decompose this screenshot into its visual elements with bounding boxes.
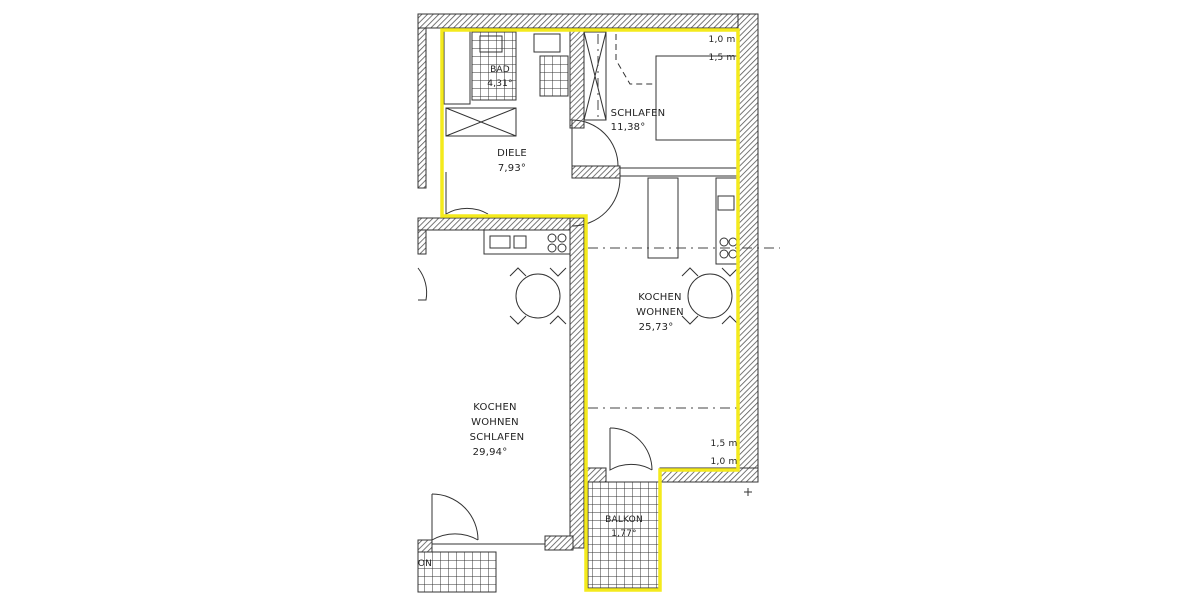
svg-text:BAD: BAD [490, 65, 510, 75]
svg-text:DIELE: DIELE [497, 148, 527, 159]
svg-text:WOHNEN: WOHNEN [471, 417, 519, 428]
svg-text:SCHLAFEN: SCHLAFEN [470, 432, 525, 443]
bath-fixtures [443, 29, 569, 137]
room-label-diele: DIELE 7,93° [497, 148, 527, 174]
balkon-left [417, 551, 497, 593]
axis-lines [588, 34, 780, 409]
doors [417, 119, 653, 541]
dimension-bottom-2: 1,0 m [711, 457, 738, 467]
dimension-labels: 1,0 m 1,5 m 1,5 m 1,0 m ON [418, 35, 738, 569]
balkon-left-label: ON [418, 559, 432, 569]
apartment-highlight [440, 28, 740, 592]
svg-text:25,73°: 25,73° [639, 322, 674, 333]
table-right [681, 267, 739, 325]
svg-text:7,93°: 7,93° [498, 163, 526, 174]
wardrobe [583, 31, 607, 121]
dimension-bottom-1: 1,5 m [711, 439, 738, 449]
kitchen-right [647, 177, 739, 265]
svg-text:KOCHEN: KOCHEN [473, 402, 516, 413]
svg-text:KOCHEN: KOCHEN [638, 292, 681, 303]
svg-text:1,77°: 1,77° [611, 529, 637, 539]
room-label-balkon: BALKON 1,77° [605, 515, 643, 539]
balkon-right [587, 481, 661, 589]
room-label-bad: BAD 4,31° [487, 65, 513, 89]
room-label-kochen-wohnen: KOCHEN WOHNEN 25,73° [636, 292, 684, 333]
svg-text:SCHLAFEN: SCHLAFEN [611, 108, 666, 119]
table-left [509, 267, 567, 325]
room-label-schlafen: SCHLAFEN 11,38° [611, 108, 666, 133]
svg-text:BALKON: BALKON [605, 515, 643, 525]
kitchen-left [483, 229, 571, 255]
svg-text:29,94°: 29,94° [473, 447, 508, 458]
svg-text:11,38°: 11,38° [611, 122, 646, 133]
svg-text:4,31°: 4,31° [487, 79, 513, 89]
dimension-top-2: 1,5 m [709, 53, 736, 63]
dimension-top-1: 1,0 m [709, 35, 736, 45]
room-label-kochen-wohnen-schlafen: KOCHEN WOHNEN SCHLAFEN 29,94° [470, 402, 525, 458]
svg-text:WOHNEN: WOHNEN [636, 307, 684, 318]
reference-mark [744, 488, 752, 496]
